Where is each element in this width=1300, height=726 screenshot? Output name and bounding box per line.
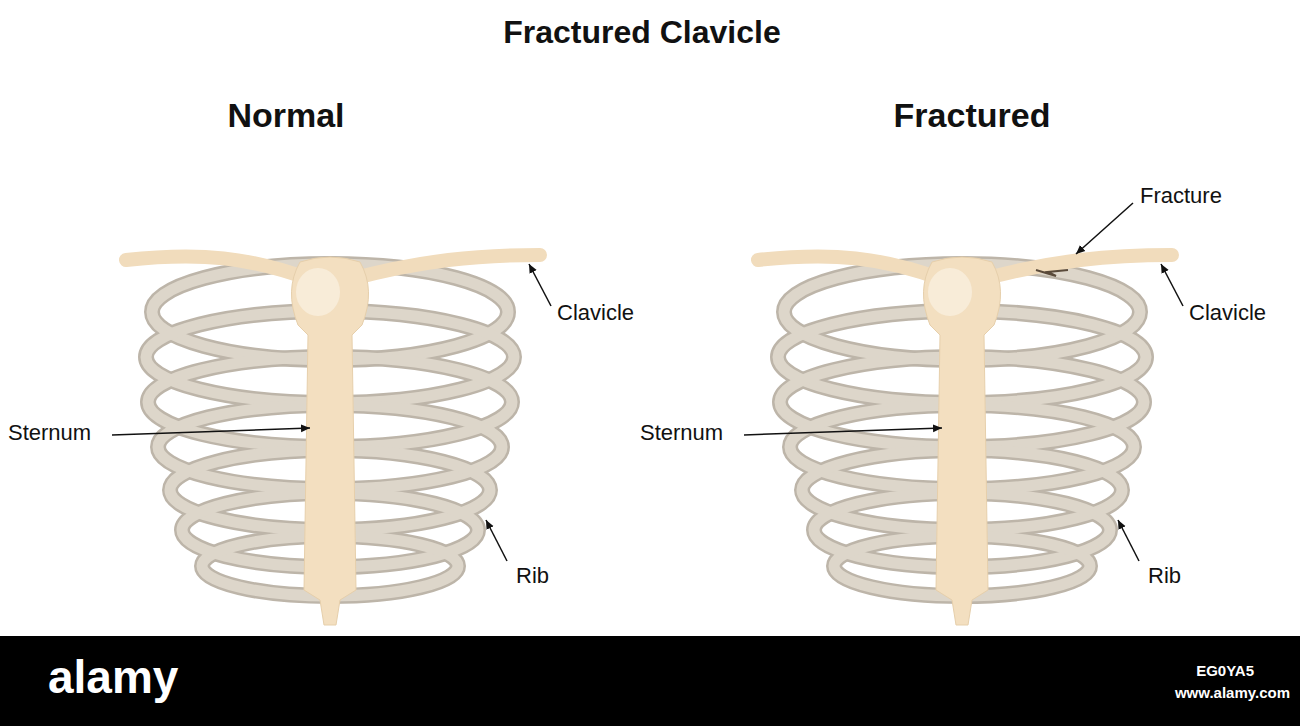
part-label: Rib: [516, 563, 549, 589]
part-label: Fracture: [1140, 183, 1222, 209]
part-label: Sternum: [8, 420, 91, 446]
title: Fractured Clavicle: [503, 14, 780, 51]
watermark: EG0YA5: [1196, 662, 1254, 679]
panel-heading: Fractured: [894, 96, 1051, 135]
fracture-mark: [1036, 270, 1068, 276]
part-label: Rib: [1148, 563, 1181, 589]
watermark: www.alamy.com: [1175, 684, 1290, 701]
part-label: Clavicle: [557, 300, 634, 326]
watermark: alamy: [48, 650, 178, 704]
leader-lines: [112, 203, 1183, 561]
part-label: Clavicle: [1189, 300, 1266, 326]
panel-heading: Normal: [227, 96, 344, 135]
part-label: Sternum: [640, 420, 723, 446]
footer-bar: [0, 636, 1300, 726]
